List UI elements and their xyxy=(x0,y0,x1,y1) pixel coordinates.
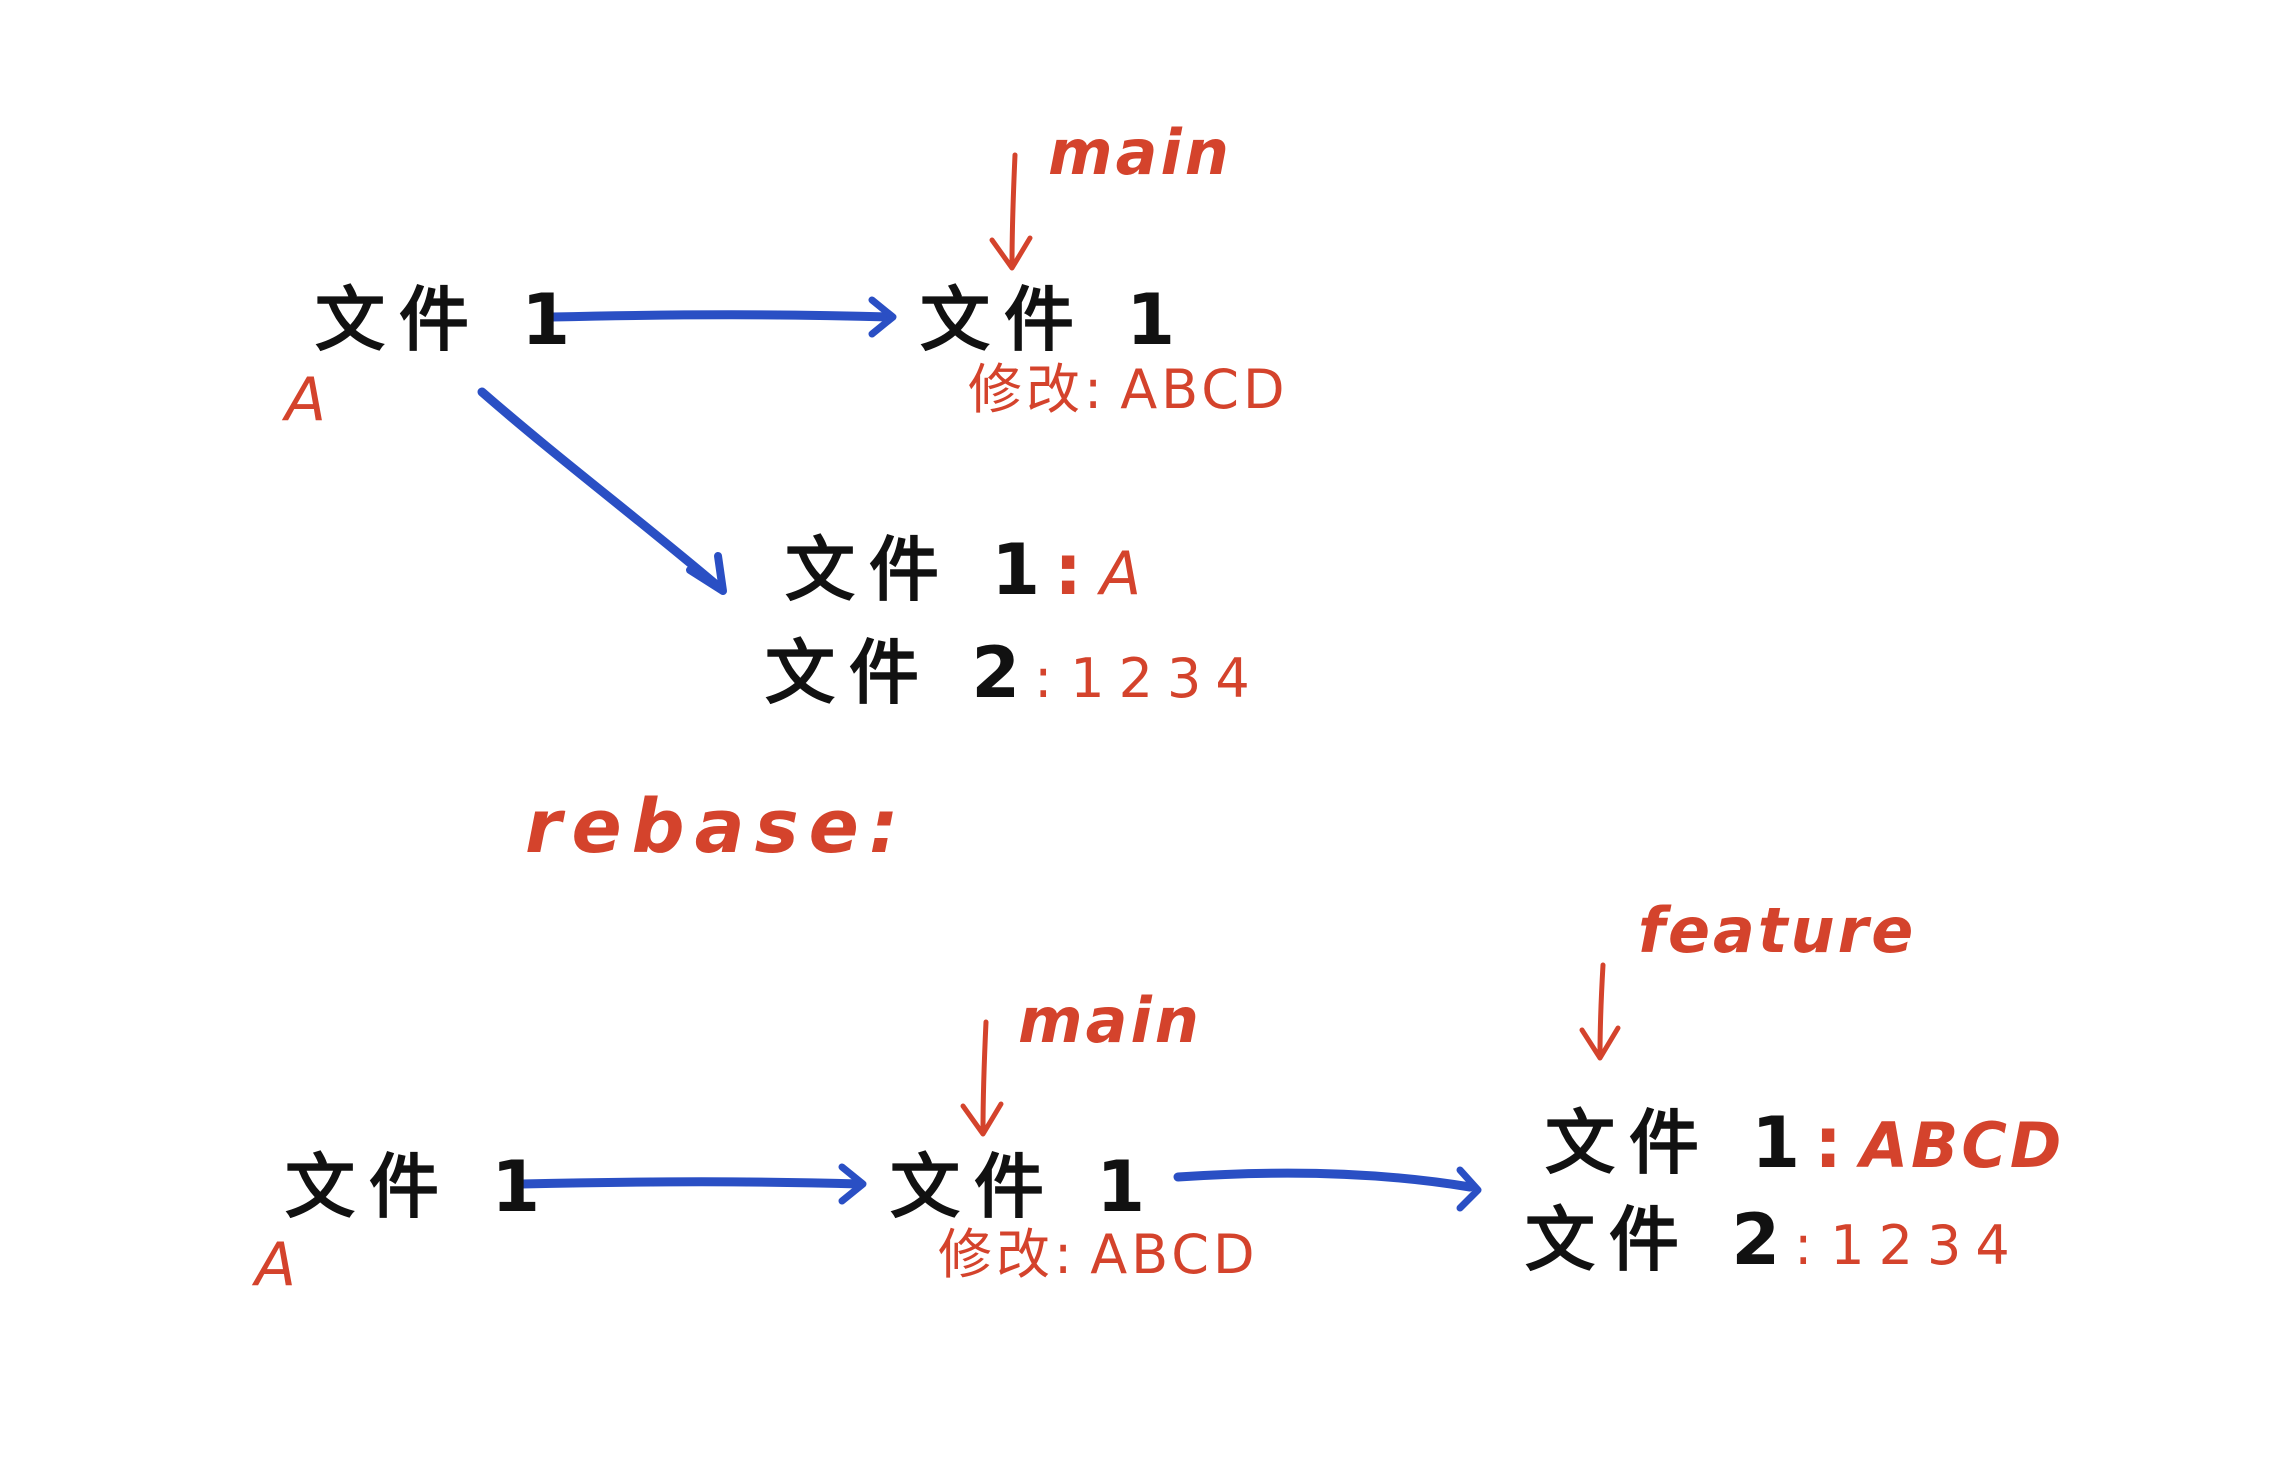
top-feature-file2: 文件 2 xyxy=(765,632,1035,714)
bottom-main-pointer-arrow xyxy=(980,1019,989,1133)
bottom-main-node: 文件 1 xyxy=(890,1146,1160,1228)
bottom-main-mod-label: 修改 xyxy=(938,1223,1054,1286)
bottom-feature-file1-value: ABCD xyxy=(1860,1109,2065,1182)
bottom-feature-file2-value: 1234 xyxy=(1830,1214,2024,1277)
top-main-pointer-label: main xyxy=(1048,116,1232,189)
top-main-pointer-arrow xyxy=(1009,152,1018,268)
bottom-feature-pointer-label: feature xyxy=(1638,894,1917,967)
bottom-arrow-main-to-feature-head xyxy=(1456,1166,1482,1212)
bottom-feature-pointer-arrow xyxy=(1597,962,1606,1058)
bottom-feature-file1-colon: : xyxy=(1814,1102,1861,1184)
top-base-label: A xyxy=(285,365,327,435)
top-feature-file1: 文件 1 xyxy=(785,529,1055,611)
top-arrow-base-to-main-head xyxy=(868,296,897,338)
top-base-node: 文件 1 xyxy=(315,279,585,361)
top-feature-file1-row: 文件 1:A xyxy=(785,535,1141,605)
top-feature-file2-row: 文件 2:1234 xyxy=(765,638,1264,708)
bottom-arrow-base-to-main-head xyxy=(838,1163,867,1205)
bottom-main-modification: 修改:ABCD xyxy=(938,1228,1259,1282)
top-main-modification: 修改:ABCD xyxy=(968,363,1289,417)
top-arrow-base-to-feature xyxy=(477,387,725,593)
bottom-main-pointer-arrow-head xyxy=(960,1101,1004,1137)
bottom-main-pointer-label: main xyxy=(1018,984,1202,1057)
rebase-label: rebase: xyxy=(525,784,909,870)
bottom-arrow-main-to-feature xyxy=(1173,1168,1475,1192)
bottom-feature-file2: 文件 2 xyxy=(1525,1199,1795,1281)
bottom-feature-pointer-arrow-head xyxy=(1579,1025,1621,1061)
top-feature-file1-colon: : xyxy=(1054,529,1101,611)
bottom-main-mod-value: ABCD xyxy=(1090,1223,1259,1286)
bottom-main-mod-colon: : xyxy=(1054,1223,1091,1286)
bottom-base-label: A xyxy=(255,1230,297,1300)
top-main-mod-value: ABCD xyxy=(1120,358,1289,421)
bottom-feature-file1-row: 文件 1:ABCD xyxy=(1545,1108,2064,1178)
bottom-feature-file2-row: 文件 2:1234 xyxy=(1525,1205,2024,1275)
top-main-mod-label: 修改 xyxy=(968,358,1084,421)
top-feature-file2-value: 1234 xyxy=(1070,647,1264,710)
top-feature-file1-value: A xyxy=(1100,539,1142,609)
bottom-base-node: 文件 1 xyxy=(285,1146,555,1228)
bottom-feature-file1: 文件 1 xyxy=(1545,1102,1815,1184)
top-main-pointer-arrow-head xyxy=(989,235,1033,271)
top-arrow-base-to-main xyxy=(547,310,895,322)
top-arrow-base-to-feature-head xyxy=(686,552,727,595)
top-main-mod-colon: : xyxy=(1084,358,1121,421)
bottom-feature-file2-colon: : xyxy=(1794,1214,1831,1277)
bottom-arrow-base-to-main xyxy=(517,1177,865,1189)
top-main-node: 文件 1 xyxy=(920,279,1190,361)
top-feature-file2-colon: : xyxy=(1034,647,1071,710)
